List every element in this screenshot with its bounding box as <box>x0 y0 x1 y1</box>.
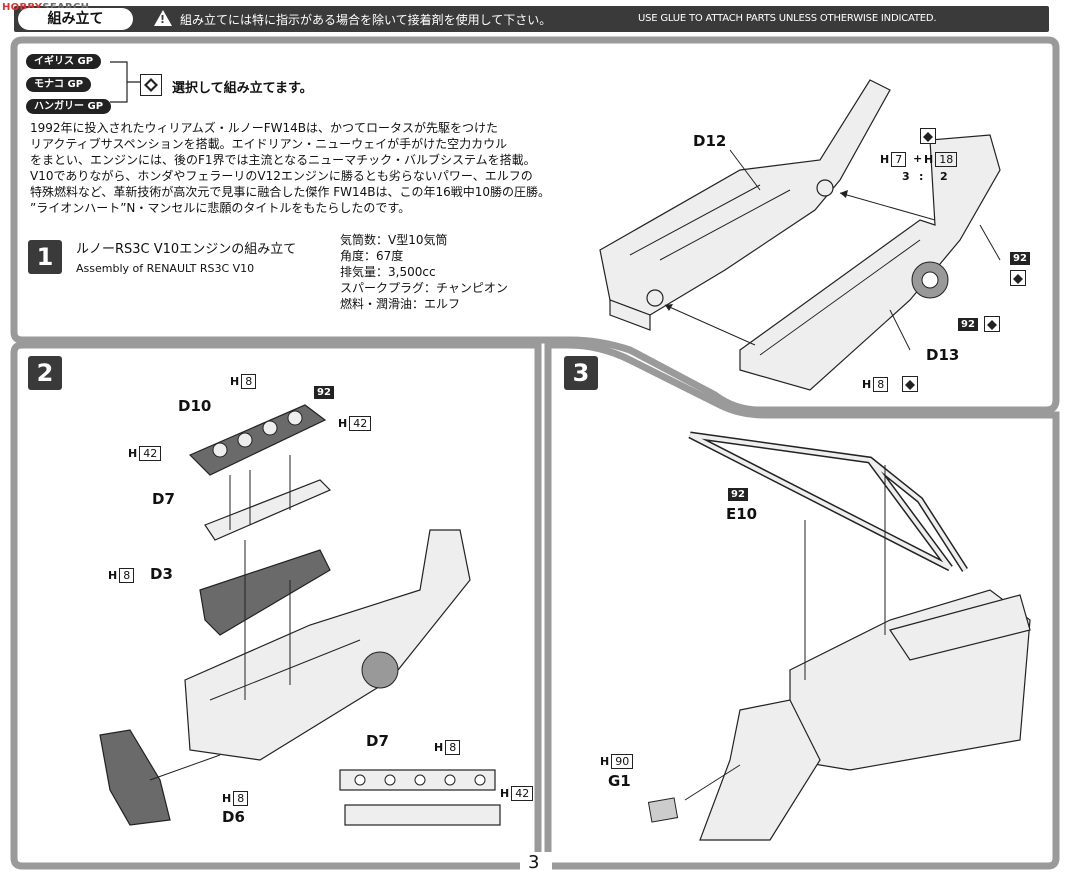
select-option-icon-small <box>920 128 936 144</box>
step-3-drawing <box>647 431 1031 841</box>
part-label-d10: D10 <box>178 397 212 415</box>
part-label-e10: E10 <box>726 505 758 523</box>
warning-icon <box>154 10 172 26</box>
step-2-drawing <box>99 404 501 826</box>
gp-option-britain: イギリス GP <box>26 54 102 69</box>
step-2-number: 2 <box>28 356 62 390</box>
paint-code-92: 92 <box>728 488 748 501</box>
header-bar <box>14 6 1049 32</box>
header-instruction-en: USE GLUE TO ATTACH PARTS UNLESS OTHERWIS… <box>638 13 937 24</box>
engine-specs: 気筒数：V型10気筒角度：67度排気量：3,500cc スパークプラグ：チャンピ… <box>340 233 508 311</box>
step-1-title-jp: ルノーRS3C V10エンジンの組み立て <box>76 242 297 257</box>
header-instruction-jp: 組み立てには特に指示がある場合を除いて接着剤を使用して下さい。 <box>180 13 552 27</box>
select-option-icon <box>140 74 162 96</box>
step-1-title-en: Assembly of RENAULT RS3C V10 <box>76 262 255 275</box>
paint-code-92: 92 <box>1010 252 1030 265</box>
select-option-icon-small <box>984 316 1000 332</box>
step-1-number: 1 <box>28 240 62 274</box>
part-label-d7: D7 <box>152 490 175 508</box>
part-label-d7-strip: D7 <box>366 732 389 750</box>
part-label-d6: D6 <box>222 808 245 826</box>
gp-option-hungary: ハンガリー GP <box>26 99 112 114</box>
gp-option-monaco: モナコ GP <box>26 77 92 92</box>
part-label-d12: D12 <box>693 132 727 150</box>
part-label-d3: D3 <box>150 565 173 583</box>
step-3-number: 3 <box>564 356 598 390</box>
page-number: 3 <box>528 852 540 873</box>
plus-sign: + <box>913 152 923 165</box>
paint-code-92: 92 <box>314 386 334 399</box>
paint-code-92: 92 <box>958 318 978 331</box>
ratio-b: 2 <box>940 170 948 183</box>
part-label-g1: G1 <box>608 772 631 790</box>
header-title: 組み立て <box>18 8 133 30</box>
select-instruction: 選択して組み立てます。 <box>172 81 313 96</box>
select-option-icon-small <box>902 376 918 392</box>
ratio-colon: : <box>919 170 924 183</box>
warning-mark: ! <box>160 13 166 26</box>
ratio-a: 3 <box>902 170 910 183</box>
select-option-icon-small <box>1010 270 1026 286</box>
intro-text: 1992年に投入されたウィリアムズ・ルノーFW14Bは、かつてロータスが先駆をつ… <box>30 121 551 215</box>
part-label-d13: D13 <box>926 346 960 364</box>
watermark-logo: HOBBYSEARCH <box>2 2 89 13</box>
gp-bracket <box>110 61 141 103</box>
step-1-drawing <box>599 79 1001 391</box>
